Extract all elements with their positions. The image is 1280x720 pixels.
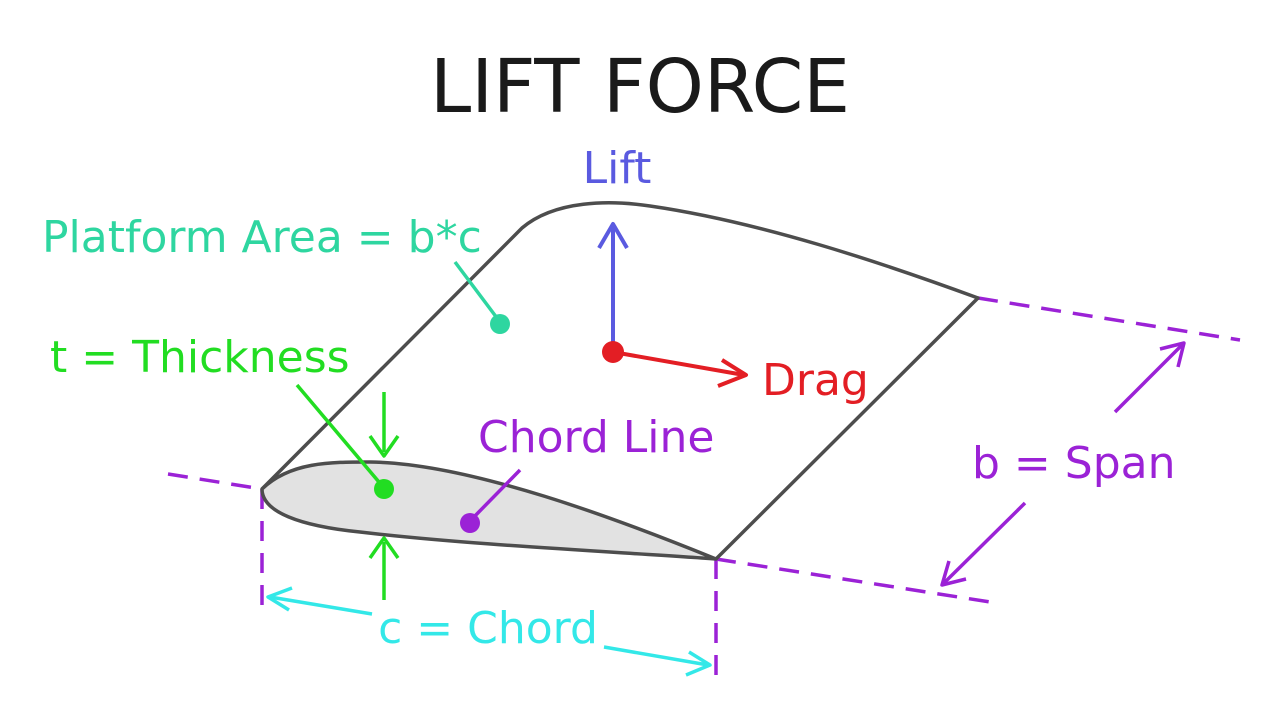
drag-arrow (612, 350, 745, 377)
chord-arrow-left (269, 595, 373, 616)
span-arrow-upper (1113, 343, 1184, 414)
thickness-leader (295, 383, 386, 490)
span-arrow-lower (942, 501, 1027, 585)
thickness-arrow-bottom-head (368, 536, 400, 560)
chord-arrow-right-head (685, 650, 712, 677)
span-line-left (167, 472, 263, 491)
airfoil-section (260, 460, 718, 561)
thickness-arrow-top-head (368, 434, 400, 458)
diagram-title: LIFT FORCE (430, 44, 850, 130)
platform-area-label: Platform Area = b*c (42, 212, 482, 263)
chord-line-leader (468, 468, 522, 523)
lift-label: Lift (583, 143, 652, 194)
drag-arrow-head (717, 358, 748, 388)
platform-area-leader (453, 260, 502, 324)
platform-area-dot (490, 314, 510, 334)
chord-line-label: Chord Line (478, 412, 714, 463)
span-arrow-upper-head (1159, 341, 1186, 368)
force-origin-dot (602, 341, 624, 363)
span-label: b = Span (972, 438, 1175, 489)
lift-arrow-head (597, 222, 629, 250)
drag-label: Drag (762, 355, 869, 406)
span-line-trailing-edge (715, 557, 991, 604)
chord-label: c = Chord (378, 603, 598, 654)
span-line-tip (977, 296, 1241, 342)
chord-arrow-left-head (266, 586, 293, 612)
wing-upper-surface (260, 201, 980, 561)
span-arrow-lower-head (940, 560, 967, 587)
thickness-label: t = Thickness (50, 332, 350, 383)
chord-line-dot (460, 513, 480, 533)
thickness-dot (374, 479, 394, 499)
chord-arrow-right (603, 645, 709, 667)
